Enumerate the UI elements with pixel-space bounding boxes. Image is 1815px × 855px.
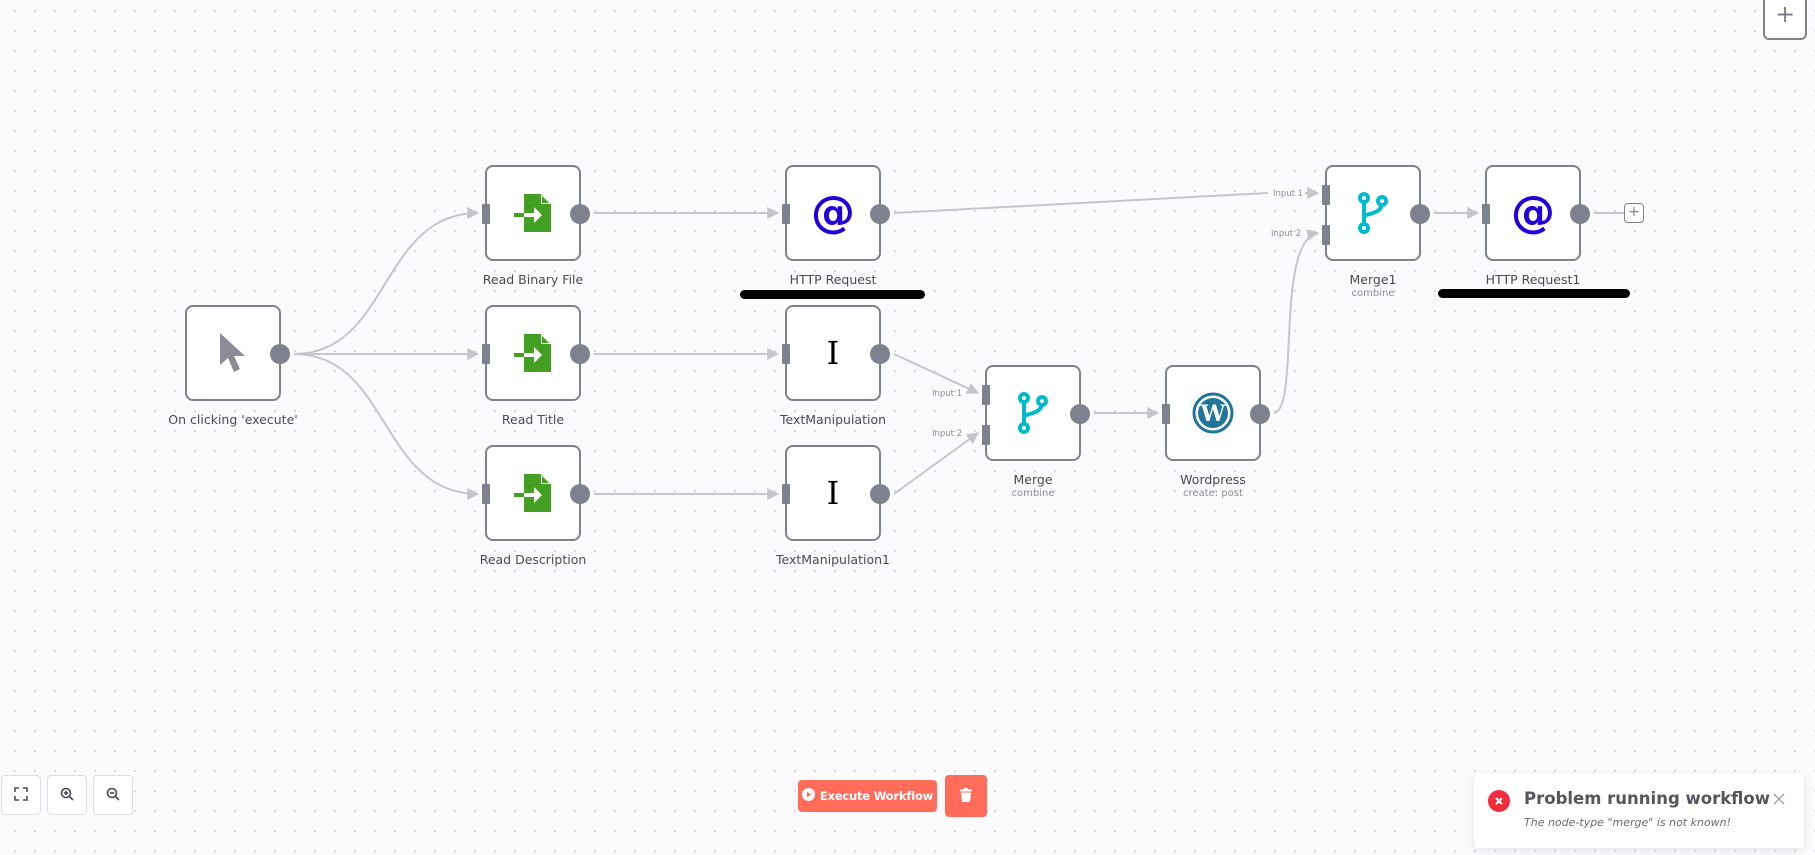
redaction-mark [1438, 289, 1630, 298]
delete-execution-button[interactable] [945, 775, 987, 817]
node-label: TextManipulation [779, 412, 887, 427]
output-port[interactable] [870, 344, 890, 364]
input-port[interactable] [782, 204, 790, 224]
node-label: Read Description [479, 552, 587, 567]
file-import-icon [512, 192, 554, 234]
node-trigger[interactable] [185, 305, 290, 401]
node-label: Read Binary File [482, 272, 584, 287]
node-label: Merge [1013, 472, 1053, 487]
output-port[interactable] [570, 204, 590, 224]
execute-workflow-label: Execute Workflow [819, 789, 934, 803]
text-cursor-icon: I [826, 474, 840, 512]
wordpress-icon: W [1192, 392, 1234, 434]
zoom-to-fit-button[interactable] [1, 775, 41, 815]
input-port-2[interactable] [982, 425, 990, 445]
trash-icon [960, 787, 972, 806]
node-label: Wordpress [1180, 472, 1246, 487]
output-port[interactable] [870, 484, 890, 504]
svg-text:W: W [1200, 401, 1226, 427]
output-port[interactable] [870, 204, 890, 224]
output-port[interactable] [1250, 404, 1270, 424]
close-icon[interactable] [1770, 790, 1788, 808]
output-port[interactable] [1070, 404, 1090, 424]
node-subtitle: create: post [1183, 488, 1243, 499]
node-label: HTTP Request [789, 272, 877, 287]
node-label: On clicking 'execute' [168, 412, 298, 427]
input-port[interactable] [482, 484, 490, 504]
node-text-manipulation[interactable]: I [782, 305, 890, 401]
node-merge[interactable] [982, 365, 1090, 461]
error-notification: Problem running workflow The node-type "… [1474, 774, 1804, 848]
node-http-request[interactable]: @ [782, 165, 890, 261]
play-circle-icon [801, 788, 815, 804]
node-wordpress[interactable]: W [1162, 365, 1270, 461]
output-port[interactable] [1570, 204, 1590, 224]
node-subtitle: combine [1351, 288, 1395, 299]
zoom-in-icon [60, 786, 74, 805]
zoom-out-button[interactable] [93, 775, 133, 815]
notification-message: The node-type "merge" is not known! [1524, 816, 1732, 829]
zoom-in-button[interactable] [47, 775, 87, 815]
input-label-1: Input 1 [1271, 189, 1306, 199]
node-text-manipulation1[interactable]: I [782, 445, 890, 541]
merge-icon [1356, 191, 1390, 235]
node-label: Merge1 [1349, 272, 1397, 287]
input-port[interactable] [1162, 404, 1170, 424]
text-cursor-icon: I [826, 334, 840, 372]
input-label-2: Input 2 [1271, 229, 1302, 239]
input-port[interactable] [482, 344, 490, 364]
notification-title: Problem running workflow [1524, 789, 1770, 808]
input-port[interactable] [782, 344, 790, 364]
node-http-request1[interactable]: @ [1482, 165, 1590, 261]
node-subtitle: combine [1011, 488, 1055, 499]
input-port[interactable] [1482, 204, 1490, 224]
node-read-title[interactable] [482, 305, 590, 401]
output-port[interactable] [1410, 204, 1430, 224]
merge-icon [1016, 391, 1050, 435]
input-port[interactable] [782, 484, 790, 504]
input-label-2: Input 2 [932, 429, 963, 439]
zoom-out-icon [106, 786, 120, 805]
node-label: HTTP Request1 [1485, 272, 1581, 287]
node-read-description[interactable] [482, 445, 590, 541]
input-port-1[interactable] [1322, 185, 1330, 205]
output-port[interactable] [570, 344, 590, 364]
execute-workflow-button[interactable]: Execute Workflow [798, 780, 937, 812]
open-node-creator-button[interactable]: + [1763, 0, 1807, 40]
connection-text-manipulation-merge[interactable] [893, 353, 980, 394]
output-port[interactable] [270, 344, 290, 364]
connection-http-request-merge1[interactable] [893, 192, 1318, 214]
output-port[interactable] [570, 484, 590, 504]
redaction-mark [740, 290, 925, 299]
cursor-icon [216, 331, 250, 375]
node-merge1[interactable] [1322, 165, 1430, 261]
file-import-icon [512, 332, 554, 374]
input-port[interactable] [482, 204, 490, 224]
error-circle-icon [1488, 790, 1510, 812]
node-label: TextManipulation1 [775, 552, 890, 567]
file-import-icon [512, 472, 554, 514]
at-icon: @ [811, 187, 855, 238]
input-port-2[interactable] [1322, 225, 1330, 245]
node-read-binary-file[interactable] [482, 165, 590, 261]
at-icon: @ [1511, 187, 1555, 238]
connection-wordpress-merge1[interactable] [1273, 228, 1320, 414]
node-label: Read Title [501, 412, 565, 427]
input-port-1[interactable] [982, 385, 990, 405]
input-label-1: Input 1 [932, 389, 963, 399]
add-node-after-button[interactable]: + [1624, 203, 1644, 223]
fullscreen-icon [14, 786, 28, 805]
